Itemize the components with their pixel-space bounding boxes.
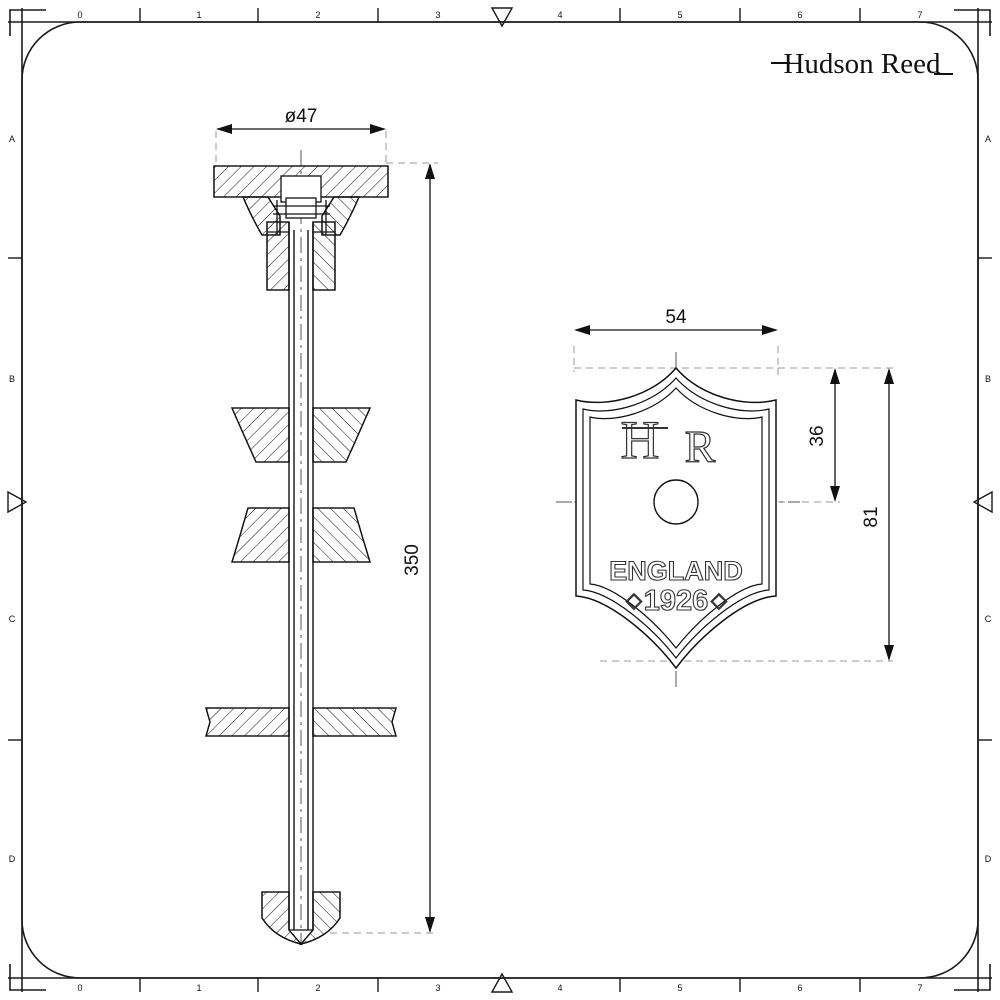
section-view-riser-rail: ø47 350 (205, 106, 438, 946)
zone-label-left-b: B (9, 374, 15, 384)
zone-label-bottom-2: 2 (315, 983, 320, 993)
dimension-badge-upper-36: 36 (807, 368, 840, 502)
zone-label-top-6: 6 (797, 10, 802, 20)
upper-collar (266, 221, 336, 291)
monogram-letter-h: H (621, 410, 660, 470)
shield-outline-middle (582, 377, 770, 659)
zone-label-top-3: 3 (435, 10, 440, 20)
extension-lines-section (215, 131, 438, 934)
badge-year-row: ◇ 1926 ◇ (625, 584, 728, 617)
dimension-label-length: 350 (402, 544, 423, 576)
top-center-arrow (490, 7, 514, 28)
zone-label-left-d: D (9, 854, 16, 864)
shield-outline-inner (589, 387, 763, 649)
zone-label-bottom-7: 7 (917, 983, 922, 993)
zone-label-top-1: 1 (196, 10, 201, 20)
zone-label-bottom-3: 3 (435, 983, 440, 993)
dimension-label-diameter: ø47 (285, 106, 318, 127)
left-zone-labels: A B C D (9, 134, 16, 864)
zone-label-right-a: A (985, 134, 991, 144)
hudson-reed-logo: Hudson Reed (771, 48, 953, 80)
badge-center-hole (653, 479, 699, 525)
monogram-letter-r: R (685, 421, 716, 472)
dimension-badge-width-54: 54 (574, 307, 778, 335)
dimension-badge-height-81: 81 (861, 368, 894, 661)
zone-label-top-4: 4 (557, 10, 562, 20)
dimension-diameter-47: ø47 (216, 106, 386, 134)
dimension-length-350: 350 (402, 163, 435, 933)
zone-label-right-c: C (985, 614, 992, 624)
diamond-left-icon: ◇ (626, 589, 643, 612)
bottom-zone-labels: 0 1 2 3 4 5 6 7 (77, 983, 922, 993)
main-tube (288, 222, 314, 930)
badge-year-text: 1926 (644, 585, 709, 617)
flat-disc-plate (205, 707, 397, 737)
bottom-end-cap (261, 891, 341, 946)
left-center-arrow (7, 490, 28, 514)
zone-label-bottom-5: 5 (677, 983, 682, 993)
dimension-label-badge-upper: 36 (807, 425, 828, 446)
bottom-center-arrow (490, 972, 514, 993)
right-center-arrow (972, 490, 993, 514)
zone-label-top-5: 5 (677, 10, 682, 20)
zone-label-right-d: D (985, 854, 992, 864)
collar-bracket-lower (231, 507, 371, 563)
zone-label-left-c: C (9, 614, 16, 624)
brand-wordmark: Hudson Reed (783, 48, 941, 80)
zone-label-top-2: 2 (315, 10, 320, 20)
zone-label-top-7: 7 (917, 10, 922, 20)
zone-ticks (8, 8, 992, 992)
drawing-area-border (21, 21, 979, 979)
center-datum-markers (7, 7, 993, 993)
dimension-label-badge-width: 54 (665, 307, 687, 328)
right-zone-labels: A B C D (985, 134, 992, 864)
top-zone-labels: 0 1 2 3 4 5 6 7 (77, 10, 922, 20)
diamond-right-icon: ◇ (711, 589, 728, 612)
zone-label-bottom-1: 1 (196, 983, 201, 993)
corner-brackets (9, 9, 991, 991)
badge-view-shield: 54 36 81 H R ENG (556, 307, 894, 690)
zone-label-right-b: B (985, 374, 991, 384)
zone-label-top-0: 0 (77, 10, 82, 20)
zone-label-bottom-0: 0 (77, 983, 82, 993)
zone-label-bottom-6: 6 (797, 983, 802, 993)
zone-label-bottom-4: 4 (557, 983, 562, 993)
zone-label-left-a: A (9, 134, 15, 144)
dimension-label-badge-height: 81 (861, 506, 882, 527)
hr-monogram: H R (620, 409, 716, 472)
collar-bracket-upper (231, 407, 371, 463)
badge-country-text: ENGLAND (609, 556, 743, 586)
